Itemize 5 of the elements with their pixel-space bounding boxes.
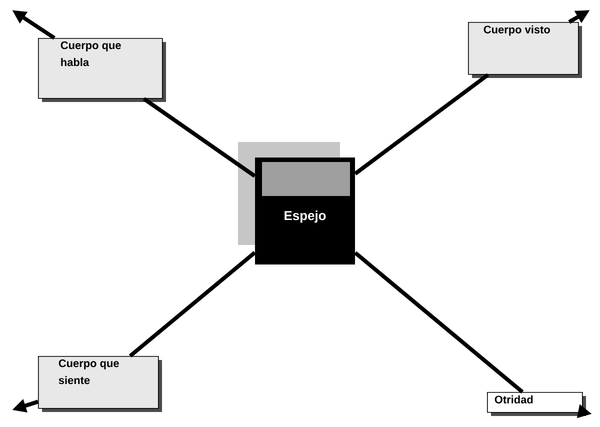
label-box: Cuerpo que siente (38, 356, 162, 412)
mirror-box: Espejo (238, 142, 355, 264)
label-box: Otridad (487, 392, 586, 416)
label-box: Cuerpo visto (468, 22, 582, 78)
label-box: Cuerpo que habla (38, 38, 166, 102)
